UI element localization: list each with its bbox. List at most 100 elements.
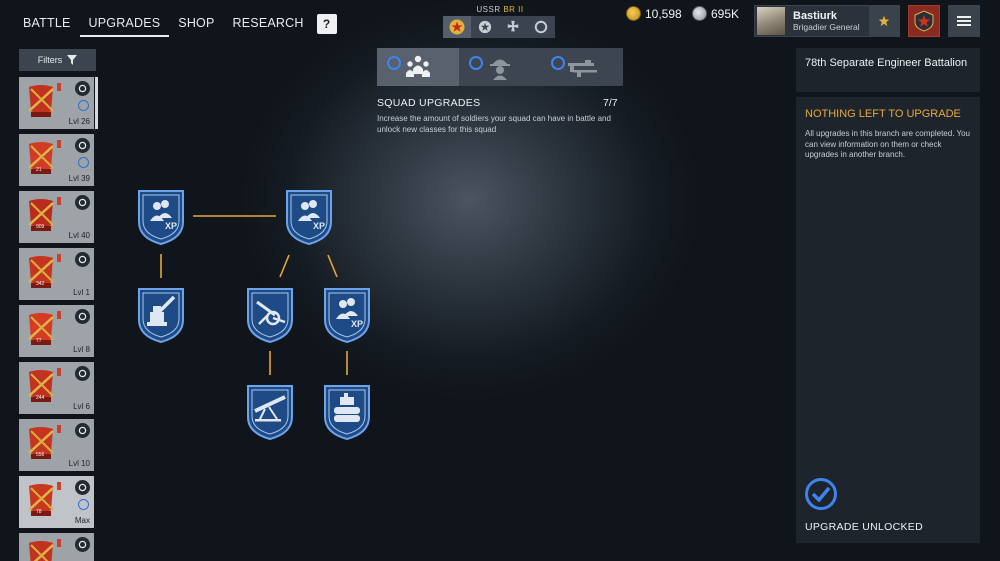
class-icon <box>75 309 90 324</box>
gold-display[interactable]: 10,598 <box>626 6 682 21</box>
nation-tab-germany[interactable] <box>499 16 527 38</box>
upgrade-node-squad-size-1[interactable]: XP <box>136 188 186 246</box>
squad-xp-icon: XP <box>324 288 370 344</box>
completed-check-icon <box>387 56 401 70</box>
nation-tab-ussr[interactable] <box>443 16 471 38</box>
nation-label: USSR BR II <box>443 5 557 14</box>
squad-level: Lvl 10 <box>68 459 90 468</box>
aa-gun-icon <box>138 288 184 344</box>
squad-number: 556 <box>36 452 45 458</box>
filters-label: Filters <box>37 55 63 65</box>
mortar-icon <box>247 385 293 441</box>
nav-research[interactable]: RESEARCH <box>232 16 304 30</box>
upgrade-node-aa-gun[interactable] <box>136 286 186 344</box>
squad-soldiers-icon <box>406 55 430 77</box>
squad-level: Lvl 6 <box>73 402 90 411</box>
completed-check-icon <box>551 56 565 70</box>
profile-rank: Brigadier General <box>793 22 860 32</box>
upgrade-node-field-gun[interactable] <box>245 286 295 344</box>
tab-squad-upgrades[interactable] <box>377 48 459 86</box>
squad-card[interactable] <box>19 533 94 561</box>
squad-number: 342 <box>36 281 45 287</box>
xp-label: XP <box>165 221 177 231</box>
class-icon <box>75 366 90 381</box>
upgrade-node-mortar[interactable] <box>245 383 295 441</box>
xp-label: XP <box>313 221 325 231</box>
silver-amount: 695K <box>711 6 740 21</box>
medal-icon <box>57 425 61 433</box>
squad-emblem-icon <box>28 199 54 231</box>
medal-icon <box>57 83 61 91</box>
class-icon <box>75 195 90 210</box>
squad-number: 78 <box>36 509 42 515</box>
silver-display[interactable]: 695K <box>692 6 739 21</box>
tab-weapon-upgrades[interactable] <box>541 48 623 86</box>
xp-label: XP <box>351 319 363 329</box>
class-icon <box>75 480 90 495</box>
squad-number: 77 <box>36 338 42 344</box>
squad-emblem-icon <box>28 85 54 117</box>
branch-title: SQUAD UPGRADES <box>377 97 481 109</box>
squad-emblem-icon <box>28 484 54 516</box>
class-icon <box>75 138 90 153</box>
completed-check-icon <box>469 56 483 70</box>
squad-emblem-icon <box>28 256 54 288</box>
class-icon <box>75 537 90 552</box>
gold-coin-icon <box>626 6 641 21</box>
medal-icon <box>57 254 61 262</box>
army-emblem-icon <box>914 10 934 32</box>
nation-tabs <box>443 16 557 38</box>
rank-star-icon <box>878 15 890 27</box>
squad-number: 21 <box>36 167 42 173</box>
iron-cross-icon <box>507 20 519 32</box>
branch-progress-count: 7/7 <box>603 97 618 109</box>
profile-text: Bastiurk Brigadier General <box>793 10 860 32</box>
medal-icon <box>57 368 61 376</box>
upgrade-node-squad-size-3[interactable]: XP <box>322 286 372 344</box>
squad-list-scrollbar[interactable] <box>95 77 98 129</box>
filter-funnel-icon <box>67 55 78 65</box>
branch-tabs <box>377 48 623 86</box>
upgrade-unlocked-label: UPGRADE UNLOCKED <box>805 521 923 533</box>
squad-level: Lvl 26 <box>68 117 90 126</box>
squad-card[interactable]: Lvl 26 <box>19 77 94 129</box>
squad-emblem-icon <box>28 313 54 345</box>
upgrade-info-panel: NOTHING LEFT TO UPGRADE All upgrades in … <box>796 97 980 543</box>
class-icon <box>75 252 90 267</box>
upgrade-status: NOTHING LEFT TO UPGRADE <box>805 108 961 120</box>
squad-number: 244 <box>36 395 45 401</box>
silver-coin-icon <box>692 6 707 21</box>
squad-emblem-icon <box>28 142 54 174</box>
battle-rating: BR II <box>503 5 524 14</box>
profile-card[interactable]: Bastiurk Brigadier General <box>754 5 900 37</box>
help-button[interactable]: ? <box>316 14 337 34</box>
medal-icon <box>57 197 61 205</box>
tab-soldier-upgrades[interactable] <box>459 48 541 86</box>
medal-icon <box>57 311 61 319</box>
squad-emblem-icon <box>29 541 54 561</box>
avatar <box>757 7 785 35</box>
menu-button[interactable] <box>948 5 980 37</box>
nav-upgrades[interactable]: UPGRADES <box>79 11 170 37</box>
nation-tab-japan[interactable] <box>527 16 555 38</box>
nation-selector: USSR BR II <box>443 5 557 38</box>
nav-shop[interactable]: SHOP <box>178 16 215 30</box>
nation-tab-usa[interactable] <box>471 16 499 38</box>
squad-level: Lvl 1 <box>73 288 90 297</box>
rank-badge <box>869 6 899 36</box>
filters-button[interactable]: Filters <box>19 49 96 71</box>
upgrade-node-ammo-supply[interactable] <box>322 383 372 441</box>
army-button[interactable] <box>908 5 940 37</box>
medal-icon <box>57 539 61 547</box>
upgrade-node-squad-size-2[interactable]: XP <box>284 188 334 246</box>
squad-xp-icon: XP <box>138 190 184 246</box>
nav-battle[interactable]: BATTLE <box>23 16 71 30</box>
